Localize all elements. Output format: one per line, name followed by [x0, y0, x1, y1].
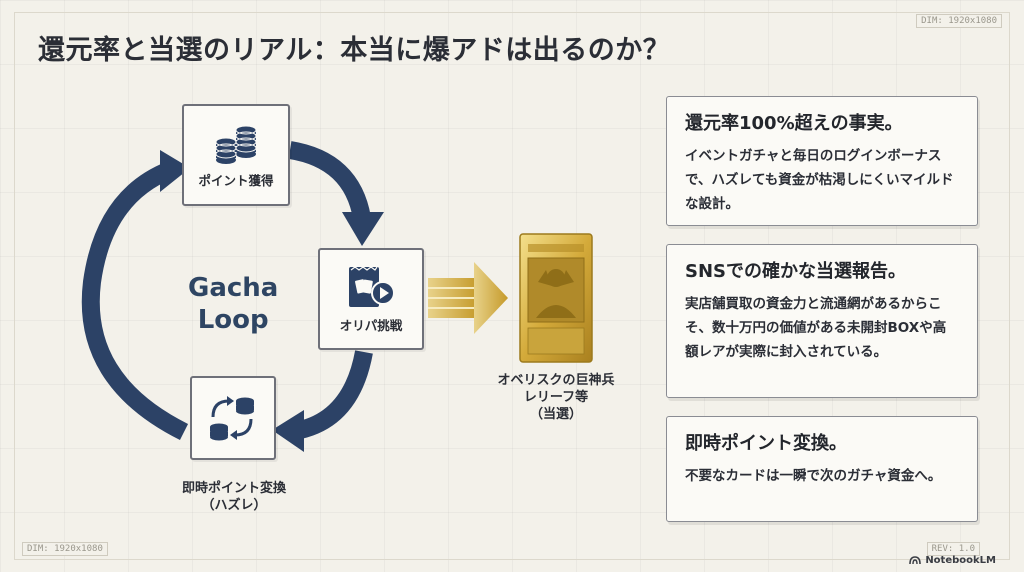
info-panel-instant-exchange: 即時ポイント変換。 不要なカードは一瞬で次のガチャ資金へ。	[666, 416, 978, 522]
card-caption: オベリスクの巨神兵 レリーフ等 （当選）	[490, 372, 622, 423]
rev-label: REV: 1.0	[926, 542, 980, 556]
node-exchange-caption: 即時ポイント変換 （ハズレ）	[174, 480, 294, 514]
footer-brand: NotebookLM	[909, 555, 996, 566]
dim-label-bottom: DIM: 1920x1080	[22, 542, 108, 556]
card-caption-line3: （当選）	[529, 407, 582, 422]
dim-label-top: DIM: 1920x1080	[916, 14, 1002, 28]
loop-arrow-left	[81, 161, 189, 441]
info-panel-return-rate: 還元率100%超えの事実。 イベントガチャと毎日のログインボーナスで、ハズレても…	[666, 96, 978, 226]
gold-arrowhead	[474, 262, 508, 334]
card-caption-line2: レリーフ等	[523, 390, 589, 405]
info-panel-body: 不要なカードは一瞬で次のガチャ資金へ。	[685, 468, 942, 484]
node-exchange-sublabel: （ハズレ）	[201, 498, 267, 513]
loop-arrow-bottom	[297, 350, 373, 439]
loop-arrowhead-top	[342, 212, 384, 246]
info-panel-title: 還元率100%超えの事実。	[685, 113, 903, 134]
info-panel-body: 実店舗買取の資金力と流通網があるからこそ、数十万円の価値がある未開封BOXや高額…	[685, 296, 947, 360]
card-caption-line1: オベリスクの巨神兵	[497, 373, 615, 388]
node-exchange	[190, 376, 276, 460]
node-challenge: オリパ挑戦	[318, 248, 424, 350]
node-challenge-label: オリパ挑戦	[339, 317, 403, 333]
gacha-loop-label: Gacha Loop	[188, 272, 278, 336]
notebooklm-logo-icon	[909, 556, 922, 565]
card-pack-play-icon	[349, 265, 395, 307]
gold-card-image	[519, 233, 593, 363]
info-panel-title: 即時ポイント変換。	[685, 433, 847, 454]
info-panel-title: SNSでの確かな当選報告。	[685, 261, 906, 282]
info-panel-body: イベントガチャと毎日のログインボーナスで、ハズレても資金が枯渇しにくいマイルドな…	[685, 148, 954, 212]
coin-exchange-icon	[210, 396, 254, 441]
loop-arrow-top	[288, 141, 371, 220]
node-points: ポイント獲得	[182, 104, 290, 206]
page-title: 還元率と当選のリアル：本当に爆アドは出るのか？	[38, 35, 671, 66]
page-frame	[14, 12, 1010, 560]
gacha-loop-line2: Loop	[197, 305, 269, 335]
node-exchange-label: 即時ポイント変換	[181, 481, 286, 496]
loop-arrowhead-left	[160, 150, 190, 192]
node-points-label: ポイント獲得	[198, 172, 274, 188]
info-panel-sns-reports: SNSでの確かな当選報告。 実店舗買取の資金力と流通網があるからこそ、数十万円の…	[666, 244, 978, 398]
gacha-loop-line1: Gacha	[188, 273, 279, 303]
coin-stack-icon	[215, 125, 257, 164]
footer-brand-text: NotebookLM	[925, 555, 996, 566]
loop-arrowhead-bottom	[272, 410, 304, 452]
